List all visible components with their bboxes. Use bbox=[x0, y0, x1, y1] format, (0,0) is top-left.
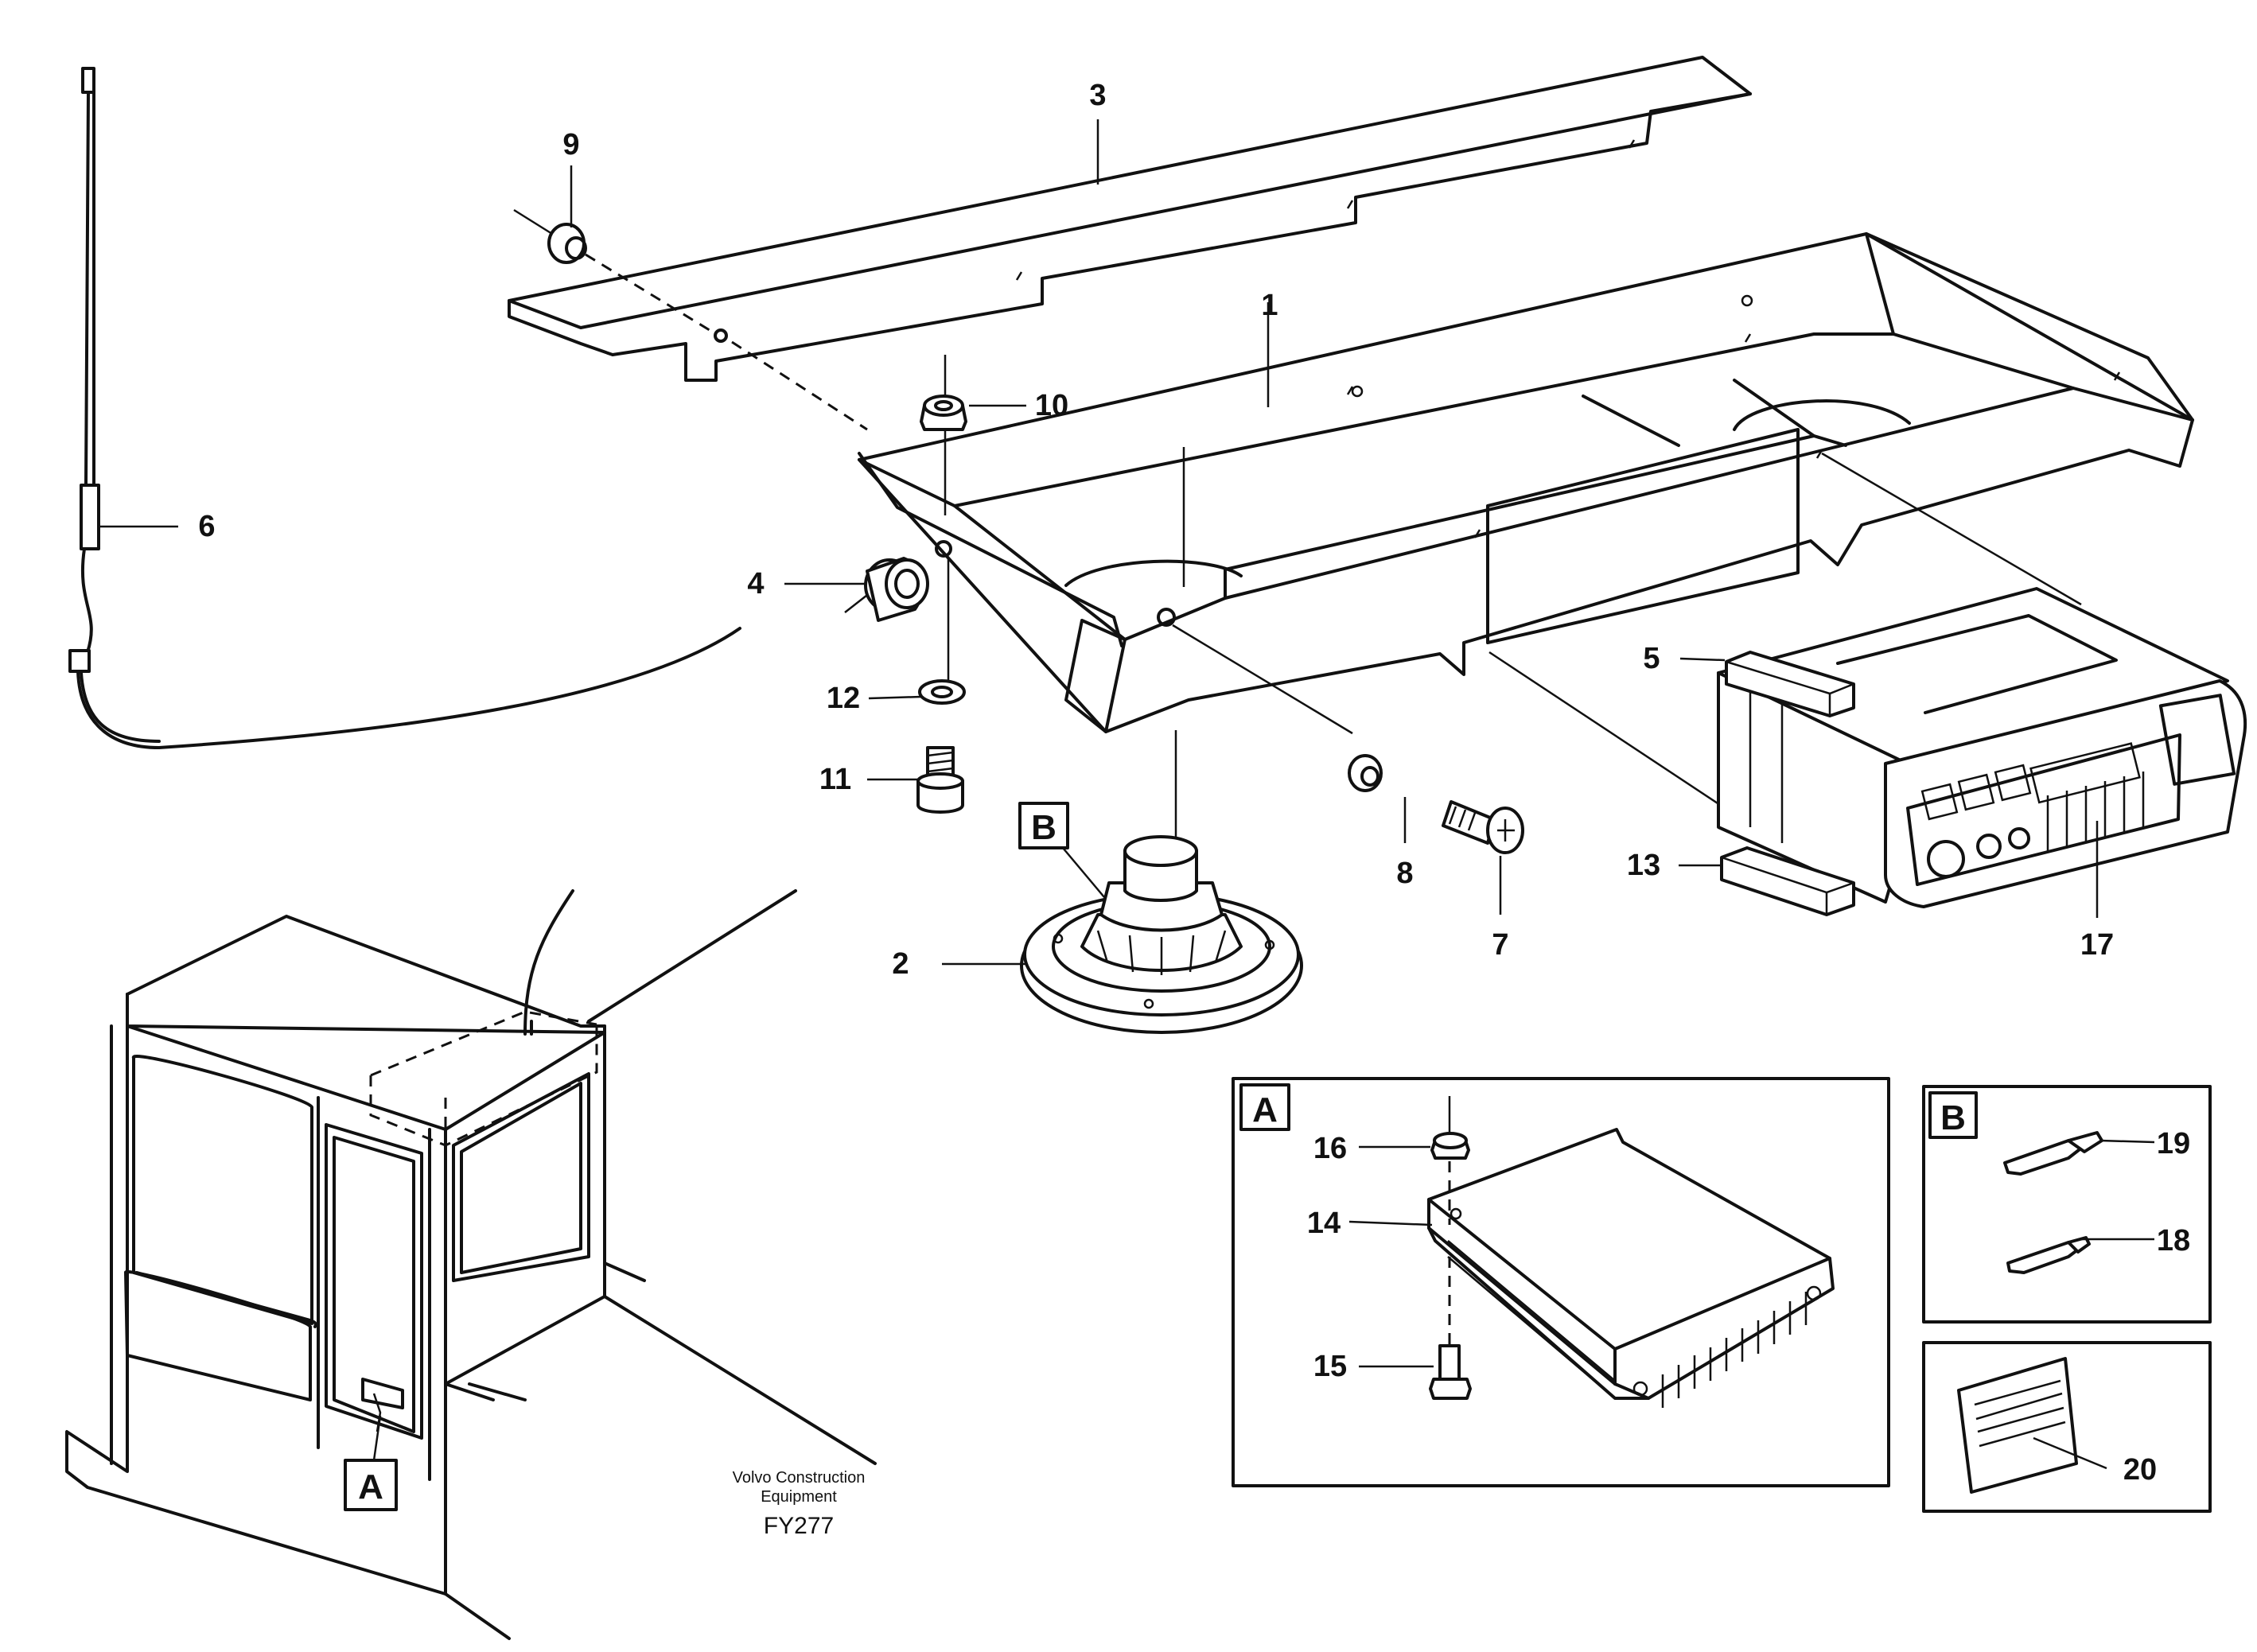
drawing-code: FY277 bbox=[764, 1513, 834, 1539]
speaker-2 bbox=[1020, 835, 1303, 1034]
credit-line-1: Volvo Construction bbox=[733, 1469, 866, 1487]
callout-7: 7 bbox=[1492, 928, 1508, 962]
callout-19: 19 bbox=[2157, 1127, 2190, 1160]
mounting-strip-5 bbox=[1725, 651, 1855, 717]
radio-unit-17 bbox=[1717, 587, 2247, 908]
callout-8: 8 bbox=[1396, 857, 1413, 890]
detail-b-label: B bbox=[1940, 1098, 1966, 1137]
cab bbox=[65, 889, 877, 1640]
callout-9: 9 bbox=[562, 128, 579, 161]
callout-18: 18 bbox=[2157, 1224, 2190, 1257]
marker-b: B bbox=[1018, 802, 1105, 898]
detail-box-label bbox=[1922, 1341, 2212, 1513]
callout-14: 14 bbox=[1307, 1207, 1341, 1240]
callout-2: 2 bbox=[892, 947, 909, 981]
washer-8 bbox=[1348, 754, 1383, 792]
marker-a-label: A bbox=[358, 1467, 383, 1506]
callout-6: 6 bbox=[198, 510, 215, 543]
callout-10: 10 bbox=[1035, 389, 1068, 422]
callout-17: 17 bbox=[2080, 928, 2114, 962]
callout-5: 5 bbox=[1643, 642, 1660, 675]
callout-13: 13 bbox=[1627, 849, 1660, 882]
nut-9 bbox=[513, 208, 868, 431]
roof-console bbox=[858, 232, 2194, 733]
callout-16: 16 bbox=[1313, 1132, 1347, 1165]
marker-b-label: B bbox=[1031, 808, 1057, 847]
grommet-4 bbox=[864, 557, 929, 622]
callout-15: 15 bbox=[1313, 1350, 1347, 1383]
detail-box-b: B bbox=[1922, 1085, 2212, 1324]
connector-19 bbox=[2003, 1131, 2103, 1176]
screw-7 bbox=[1442, 800, 1524, 854]
detail-a-label: A bbox=[1252, 1090, 1278, 1129]
washer-12 bbox=[918, 679, 966, 705]
callout-4: 4 bbox=[747, 567, 764, 601]
front-panel-strip bbox=[508, 56, 1752, 382]
nut-10 bbox=[920, 395, 967, 431]
callout-11: 11 bbox=[819, 763, 851, 796]
screw-11 bbox=[916, 746, 964, 814]
antenna bbox=[68, 67, 741, 749]
credit-line-2: Equipment bbox=[761, 1488, 837, 1506]
callout-12: 12 bbox=[827, 682, 860, 715]
mounting-strip-13 bbox=[1720, 846, 1855, 916]
detail-box-a: A bbox=[1232, 1077, 1890, 1487]
connector-18 bbox=[2006, 1236, 2091, 1274]
callout-1: 1 bbox=[1261, 289, 1278, 322]
callout-3: 3 bbox=[1089, 79, 1106, 112]
callout-20: 20 bbox=[2123, 1453, 2157, 1487]
marker-a: A bbox=[344, 1415, 398, 1511]
